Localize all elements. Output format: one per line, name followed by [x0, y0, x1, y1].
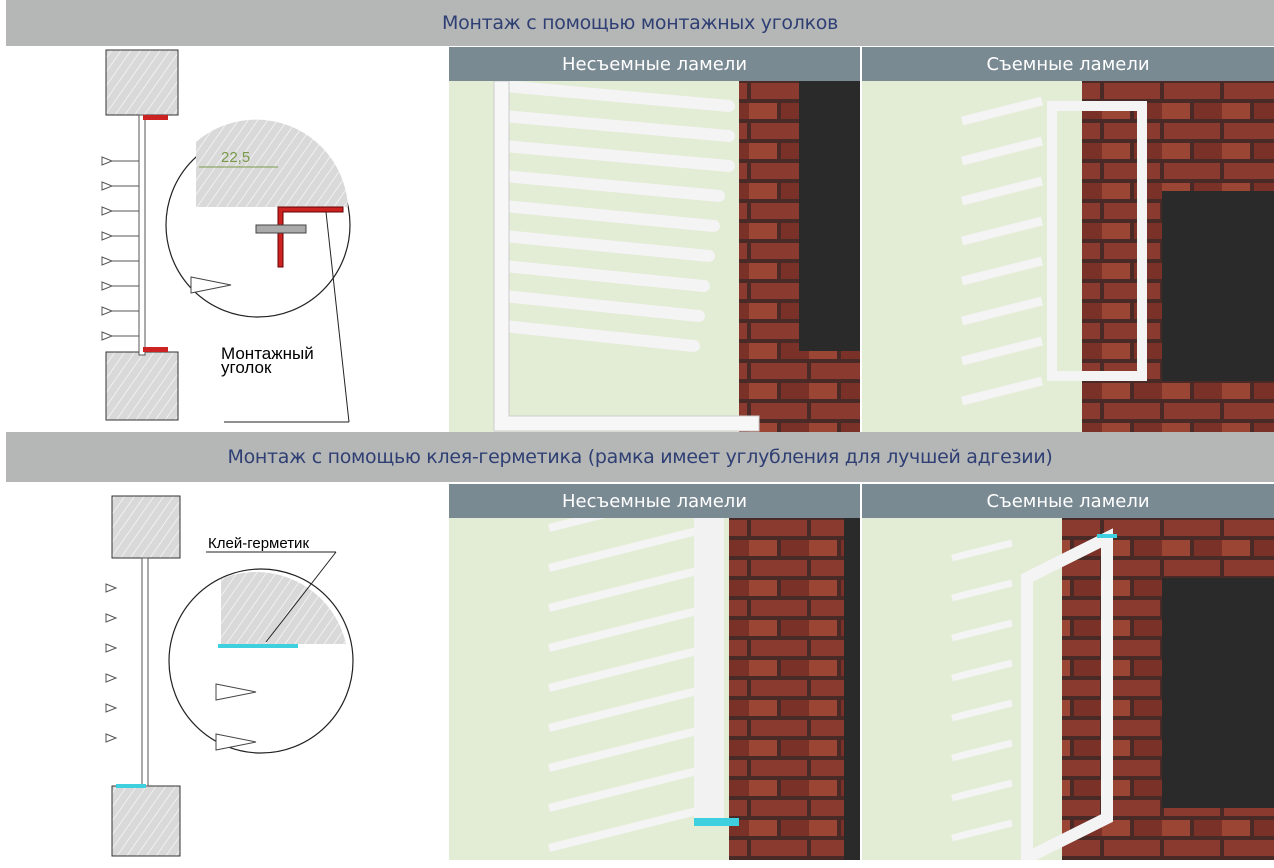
sealant-callout: Клей-герметик	[208, 535, 309, 552]
dimension-label: 22,5	[221, 149, 250, 166]
callout-label-line1: Монтажный	[221, 344, 314, 363]
photo-panel-fixed-corners: Несъемные ламели	[449, 47, 860, 432]
panel-header: Съемные ламели	[862, 484, 1274, 518]
photo-panel-fixed-sealant: Несъемные ламели	[449, 484, 860, 860]
section-title-sealant: Монтаж с помощью клея-герметика (рамка и…	[6, 432, 1274, 482]
panel-header: Несъемные ламели	[449, 484, 860, 518]
photo-panel-removable-sealant: Съемные ламели	[862, 484, 1274, 860]
panel-header: Съемные ламели	[862, 47, 1274, 81]
photo-panel-removable-corners: Съемные ламели	[862, 47, 1274, 432]
panel-header: Несъемные ламели	[449, 47, 860, 81]
callout-label-line2: уголок	[221, 358, 272, 377]
section-title-corners: Монтаж с помощью монтажных уголков	[6, 0, 1274, 46]
sealant-mount-diagram: Клей-герметик	[6, 484, 447, 860]
corner-mount-diagram: 22,5 Монтажный уголок	[6, 47, 447, 432]
